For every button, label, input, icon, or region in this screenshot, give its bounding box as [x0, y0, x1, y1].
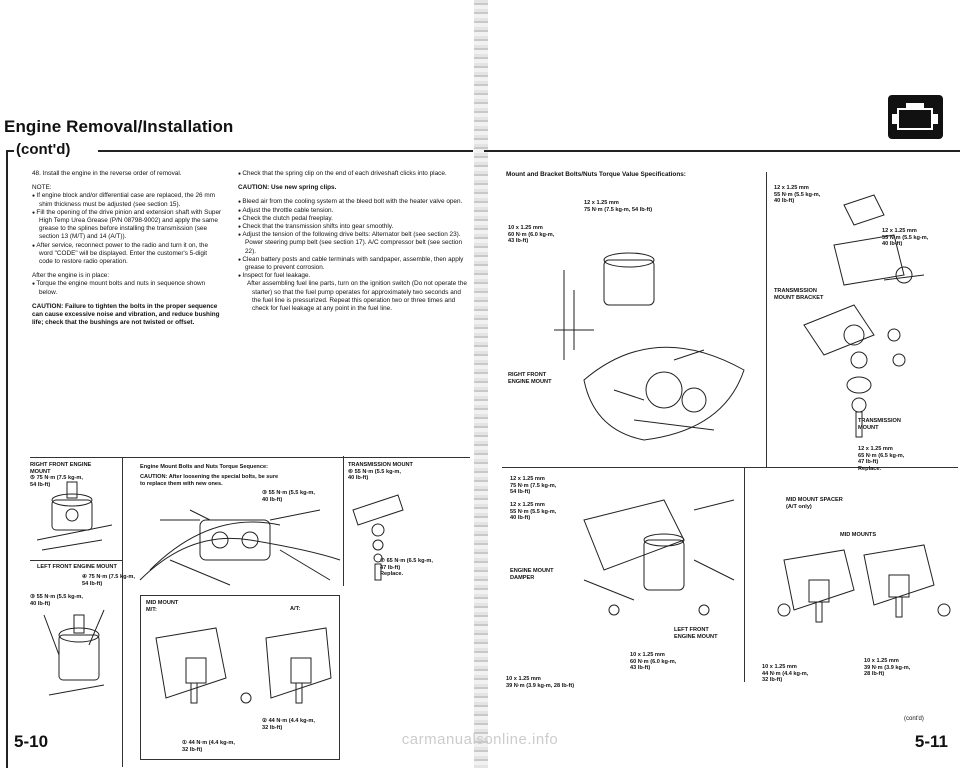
- engine-section-icon: [888, 95, 943, 139]
- label-bolt-1: ① 44 N·m (4.4 kg-m, 32 lb-ft): [182, 740, 235, 753]
- after-place-heading: After the engine is in place:: [32, 272, 110, 280]
- step-48: 48. Install the engine in the reverse or…: [32, 170, 182, 177]
- page-number: 5-11: [914, 732, 948, 751]
- fuel-line-subitem: After assembling fuel line parts, turn o…: [247, 280, 467, 313]
- check-item: Check that the transmission shifts into …: [238, 223, 468, 231]
- label-bolt-7: ⑦ 65 N·m (6.5 kg-m, 47 lb-ft) Replace.: [380, 558, 433, 578]
- lf-mount-drawing: [34, 605, 120, 705]
- spec-heading: Mount and Bracket Bolts/Nuts Torque Valu…: [506, 171, 686, 178]
- label-tmount: TRANSMISSION MOUNT: [858, 418, 901, 431]
- label-trans-mount: TRANSMISSION MOUNT ⑥ 55 N·m (5.5 kg-m, 4…: [348, 462, 413, 482]
- label-lf-bolt-4: ④ 75 N·m (7.5 kg-m, 54 lb-ft): [82, 574, 135, 587]
- label-spec-k: 10 x 1.25 mm 44 N·m (4.4 kg-m, 32 lb-ft): [762, 664, 809, 684]
- label-lf-mount: LEFT FRONT ENGINE MOUNT: [674, 627, 718, 640]
- check-item: Inspect for fuel leakage.: [238, 272, 468, 280]
- label-mid-mount-mt: MID MOUNT M/T:: [146, 600, 179, 613]
- caution-sequence: CAUTION: Failure to tighten the bolts in…: [32, 302, 220, 327]
- diagram-divider: [744, 467, 745, 682]
- label-mid-mounts: MID MOUNTS: [840, 532, 877, 538]
- left-page: Engine Removal/Installation (cont'd) 48.…: [0, 0, 476, 768]
- label-lf-mount: LEFT FRONT ENGINE MOUNT: [37, 564, 117, 570]
- label-lf-bolt-3: ③ 55 N·m (5.5 kg-m, 40 lb-ft): [30, 594, 83, 607]
- check-item: Bleed air from the cooling system at the…: [238, 198, 468, 206]
- after-place-item: Torque the engine mount bolts and nuts i…: [32, 280, 222, 296]
- label-spec-f: 12 x 1.25 mm 75 N·m (7.5 kg-m, 54 lb-ft): [510, 476, 557, 496]
- label-spec-e: 12 x 1.25 mm 65 N·m (6.5 kg-m, 47 lb-ft)…: [858, 446, 905, 472]
- instructions-column-1: 48. Install the engine in the reverse or…: [32, 170, 222, 333]
- trans-mount-drawing: [348, 490, 408, 585]
- caution-spring-clips: CAUTION: Use new spring clips.: [238, 184, 337, 192]
- page-subtitle: (cont'd): [16, 141, 71, 158]
- section-bracket-tick: [6, 150, 14, 152]
- rf-mount-drawing: [32, 480, 120, 560]
- label-spec-a: 12 x 1.25 mm 55 N·m (5.5 kg-m, 40 lb-ft): [774, 185, 821, 205]
- diagram-top-rule: [30, 457, 470, 458]
- title-rule: [484, 150, 960, 152]
- label-spec-b: 12 x 1.25 mm 75 N·m (7.5 kg-m, 54 lb-ft): [584, 200, 653, 213]
- lf-mount-damper-drawing: [574, 480, 744, 630]
- mid-mount-box: [140, 595, 340, 760]
- label-rf-mount: RIGHT FRONT ENGINE MOUNT: [508, 372, 552, 385]
- note-heading: NOTE:: [32, 184, 52, 192]
- engine-mounts-drawing: [544, 230, 764, 455]
- lf-mount-rule: [30, 560, 122, 561]
- diagram-divider: [766, 172, 767, 467]
- label-spec-i: 10 x 1.25 mm 39 N·m (3.9 kg-m, 28 lb-ft): [506, 676, 575, 689]
- sequence-title: Engine Mount Bolts and Nuts Torque Seque…: [140, 464, 268, 470]
- label-spec-j: 10 x 1.25 mm 39 N·m (3.9 kg-m, 28 lb-ft): [864, 658, 911, 678]
- label-spec-c: 10 x 1.25 mm 60 N·m (6.0 kg-m, 43 lb-ft): [508, 225, 555, 245]
- sequence-caution: CAUTION: After loosening the special bol…: [140, 474, 279, 487]
- diagram-divider: [343, 456, 344, 586]
- check-item: Check the clutch pedal freeplay.: [238, 215, 468, 223]
- note-item: Fill the opening of the drive pinion and…: [32, 209, 222, 242]
- mid-mount-drawing: [146, 618, 336, 718]
- check-item: Check that the spring clip on the end of…: [238, 170, 468, 178]
- check-item: Clean battery posts and cable terminals …: [238, 256, 468, 272]
- check-item: Adjust the throttle cable tension.: [238, 207, 468, 215]
- label-spec-g: 12 x 1.25 mm 55 N·m (5.5 kg-m, 40 lb-ft): [510, 502, 557, 522]
- instructions-column-2: Check that the spring clip on the end of…: [238, 170, 468, 319]
- label-spacer: MID MOUNT SPACER (A/T only): [786, 497, 843, 510]
- engine-overview-drawing: [130, 490, 345, 590]
- right-page: Mount and Bracket Bolts/Nuts Torque Valu…: [484, 0, 960, 768]
- label-damper: ENGINE MOUNT DAMPER: [510, 568, 554, 581]
- watermark-text: carmanualsonline.info: [401, 731, 559, 748]
- page-number: 5-10: [14, 732, 49, 751]
- book-spine: [474, 0, 488, 768]
- label-bolt-3: ③ 55 N·m (5.5 kg-m, 40 lb-ft): [262, 490, 315, 503]
- label-at: A/T:: [290, 606, 301, 612]
- title-rule: [98, 150, 473, 152]
- check-item: Adjust the tension of the following driv…: [238, 231, 468, 256]
- continued-label: (cont'd): [904, 716, 924, 722]
- diagram-divider: [122, 457, 123, 767]
- note-item: If engine block and/or differential case…: [32, 192, 222, 208]
- diagram-divider: [502, 467, 958, 468]
- label-spec-h: 10 x 1.25 mm 60 N·m (6.0 kg-m, 43 lb-ft): [630, 652, 677, 672]
- section-bracket: [6, 150, 8, 768]
- trans-mount-bracket-drawing: [784, 185, 954, 455]
- note-item: After service, reconnect power to the ra…: [32, 242, 222, 267]
- mid-mounts-drawing: [764, 540, 954, 650]
- label-rf-mount: RIGHT FRONT ENGINE MOUNT ⑤ 75 N·m (7.5 k…: [30, 462, 92, 488]
- page-title: Engine Removal/Installation: [4, 117, 234, 136]
- label-bolt-2: ② 44 N·m (4.4 kg-m, 32 lb-ft): [262, 718, 315, 731]
- label-tm-bracket: TRANSMISSION MOUNT BRACKET: [774, 288, 824, 301]
